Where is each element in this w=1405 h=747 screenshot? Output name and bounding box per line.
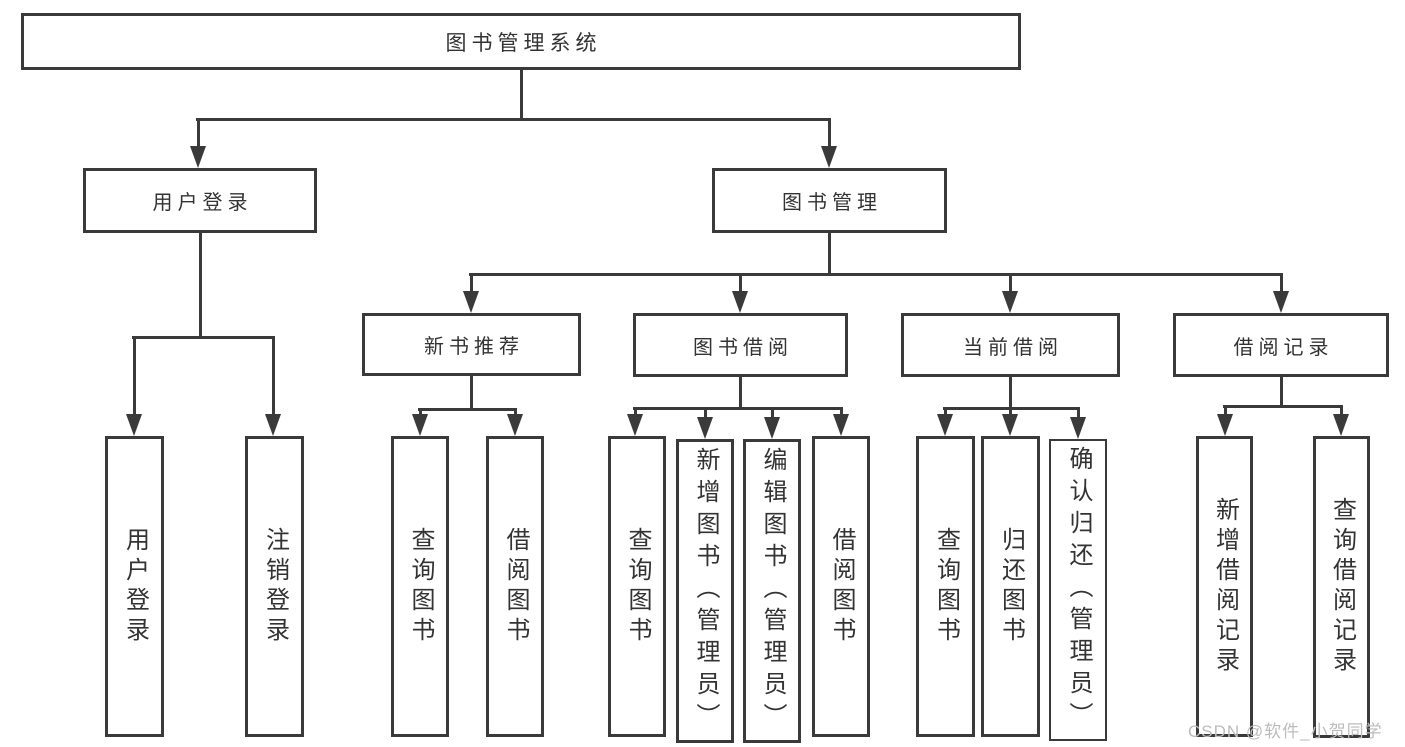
leaf-bb-borrow-books-label: 借阅图书 xyxy=(828,526,855,647)
connector-leaf-logout-shaft xyxy=(272,336,275,414)
connector-bb4-shaft xyxy=(840,407,843,414)
leaf-cb-return-book-label: 归还图书 xyxy=(997,526,1025,647)
leaf-cb-confirm-return-admin-label: 确认归还（管理员） xyxy=(1065,446,1092,734)
arrowhead-manage xyxy=(821,146,837,168)
connector-root-drop xyxy=(520,70,523,118)
connector-borrow-branch xyxy=(633,407,843,410)
node-current-borrow-label: 当前借阅 xyxy=(963,336,1063,359)
arrowhead-rec2 xyxy=(1333,414,1349,436)
leaf-bb-query-books-label: 查询图书 xyxy=(624,526,651,647)
connector-rec2-shaft xyxy=(1340,405,1343,414)
connector-bb3-shaft xyxy=(771,407,774,417)
arrowhead-leaf-login xyxy=(126,414,142,436)
node-current-borrow: 当前借阅 xyxy=(901,313,1120,377)
arrowhead-cb2 xyxy=(1002,414,1018,436)
arrowhead-bb1 xyxy=(627,414,643,436)
connector-login-shaft xyxy=(197,118,200,148)
connector-records-shaft xyxy=(1280,273,1283,291)
connector-records-drop xyxy=(1280,377,1283,405)
leaf-logout-label: 注销登录 xyxy=(261,526,289,647)
leaf-nb-borrow-books-label: 借阅图书 xyxy=(502,526,529,647)
connector-rec1-shaft xyxy=(1224,405,1227,414)
leaf-bb-add-book-admin: 新增图书（管理员） xyxy=(676,439,734,743)
connector-leaf-login-shaft xyxy=(133,336,136,414)
leaf-user-login-label: 用户登录 xyxy=(121,526,149,647)
leaf-bb-add-book-admin-label: 新增图书（管理员） xyxy=(692,447,719,735)
connector-bb2-shaft xyxy=(704,407,707,417)
connector-borrow-shaft xyxy=(739,273,742,291)
arrowhead-bb4 xyxy=(833,414,849,436)
node-user-login-label: 用户登录 xyxy=(152,192,253,214)
connector-current-drop xyxy=(1009,377,1012,407)
arrowhead-nb-query xyxy=(412,414,428,436)
arrowhead-records xyxy=(1273,291,1289,313)
arrowhead-cb1 xyxy=(937,414,953,436)
node-borrow-records-label: 借阅记录 xyxy=(1233,336,1334,359)
arrowhead-newbook xyxy=(463,291,479,313)
arrowhead-nb-borrow xyxy=(507,414,523,436)
node-root-label: 图书管理系统 xyxy=(445,31,602,55)
leaf-nb-query-books-label: 查询图书 xyxy=(407,526,434,647)
node-book-manage-label: 图书管理 xyxy=(782,192,882,214)
leaf-user-login: 用户登录 xyxy=(105,436,164,737)
connector-newbook-shaft xyxy=(470,273,473,291)
node-new-book-recommend: 新书推荐 xyxy=(362,313,581,376)
arrowhead-cb3 xyxy=(1070,417,1086,439)
arrowhead-leaf-logout xyxy=(265,414,281,436)
node-root: 图书管理系统 xyxy=(21,13,1021,70)
connector-cb1-shaft xyxy=(944,407,947,414)
arrowhead-bb3 xyxy=(764,417,780,439)
node-new-book-recommend-label: 新书推荐 xyxy=(424,336,524,358)
arrowhead-bb2 xyxy=(697,417,713,439)
leaf-bb-borrow-books: 借阅图书 xyxy=(812,436,870,737)
leaf-rec-query-record-label: 查询借阅记录 xyxy=(1328,497,1356,677)
node-book-manage: 图书管理 xyxy=(712,168,947,233)
node-book-borrow-label: 图书借阅 xyxy=(693,336,793,359)
connector-borrow-drop xyxy=(739,377,742,407)
leaf-cb-query-books-label: 查询图书 xyxy=(932,526,960,647)
arrowhead-current xyxy=(1002,291,1018,313)
connector-nb-borrow-shaft xyxy=(514,408,517,414)
node-book-borrow: 图书借阅 xyxy=(633,313,848,377)
arrowhead-login xyxy=(190,146,206,168)
connector-login-branch xyxy=(132,336,275,339)
connector-manage-drop xyxy=(828,233,831,273)
connector-newbook-drop xyxy=(470,376,473,408)
leaf-nb-query-books: 查询图书 xyxy=(391,436,449,737)
connector-level2-branch xyxy=(196,118,831,121)
leaf-logout: 注销登录 xyxy=(245,436,304,737)
arrowhead-borrow xyxy=(732,291,748,313)
connector-newbook-branch xyxy=(418,408,517,411)
watermark: CSDN @软件_小贺同学 xyxy=(1188,722,1383,741)
connector-manage-shaft xyxy=(828,118,831,148)
leaf-rec-add-record: 新增借阅记录 xyxy=(1196,436,1253,737)
leaf-rec-add-record-label: 新增借阅记录 xyxy=(1211,496,1239,677)
connector-nb-query-shaft xyxy=(419,408,422,414)
leaf-cb-query-books: 查询图书 xyxy=(916,436,975,737)
leaf-cb-confirm-return-admin: 确认归还（管理员） xyxy=(1049,439,1107,741)
connector-current-shaft xyxy=(1009,273,1012,291)
connector-records-branch xyxy=(1223,405,1343,408)
connector-cb3-shaft xyxy=(1077,407,1080,417)
arrowhead-rec1 xyxy=(1217,414,1233,436)
leaf-cb-return-book: 归还图书 xyxy=(981,436,1040,737)
node-user-login: 用户登录 xyxy=(83,168,317,233)
node-borrow-records: 借阅记录 xyxy=(1173,313,1389,377)
leaf-bb-query-books: 查询图书 xyxy=(608,436,666,737)
connector-bb1-shaft xyxy=(634,407,637,414)
leaf-rec-query-record: 查询借阅记录 xyxy=(1313,436,1370,738)
connector-login-drop xyxy=(199,233,202,336)
leaf-bb-edit-book-admin: 编辑图书（管理员） xyxy=(743,439,801,743)
leaf-bb-edit-book-admin-label: 编辑图书（管理员） xyxy=(759,447,786,735)
connector-cb2-shaft xyxy=(1009,407,1012,414)
connector-level3-branch xyxy=(469,273,1283,276)
leaf-nb-borrow-books: 借阅图书 xyxy=(486,436,544,737)
